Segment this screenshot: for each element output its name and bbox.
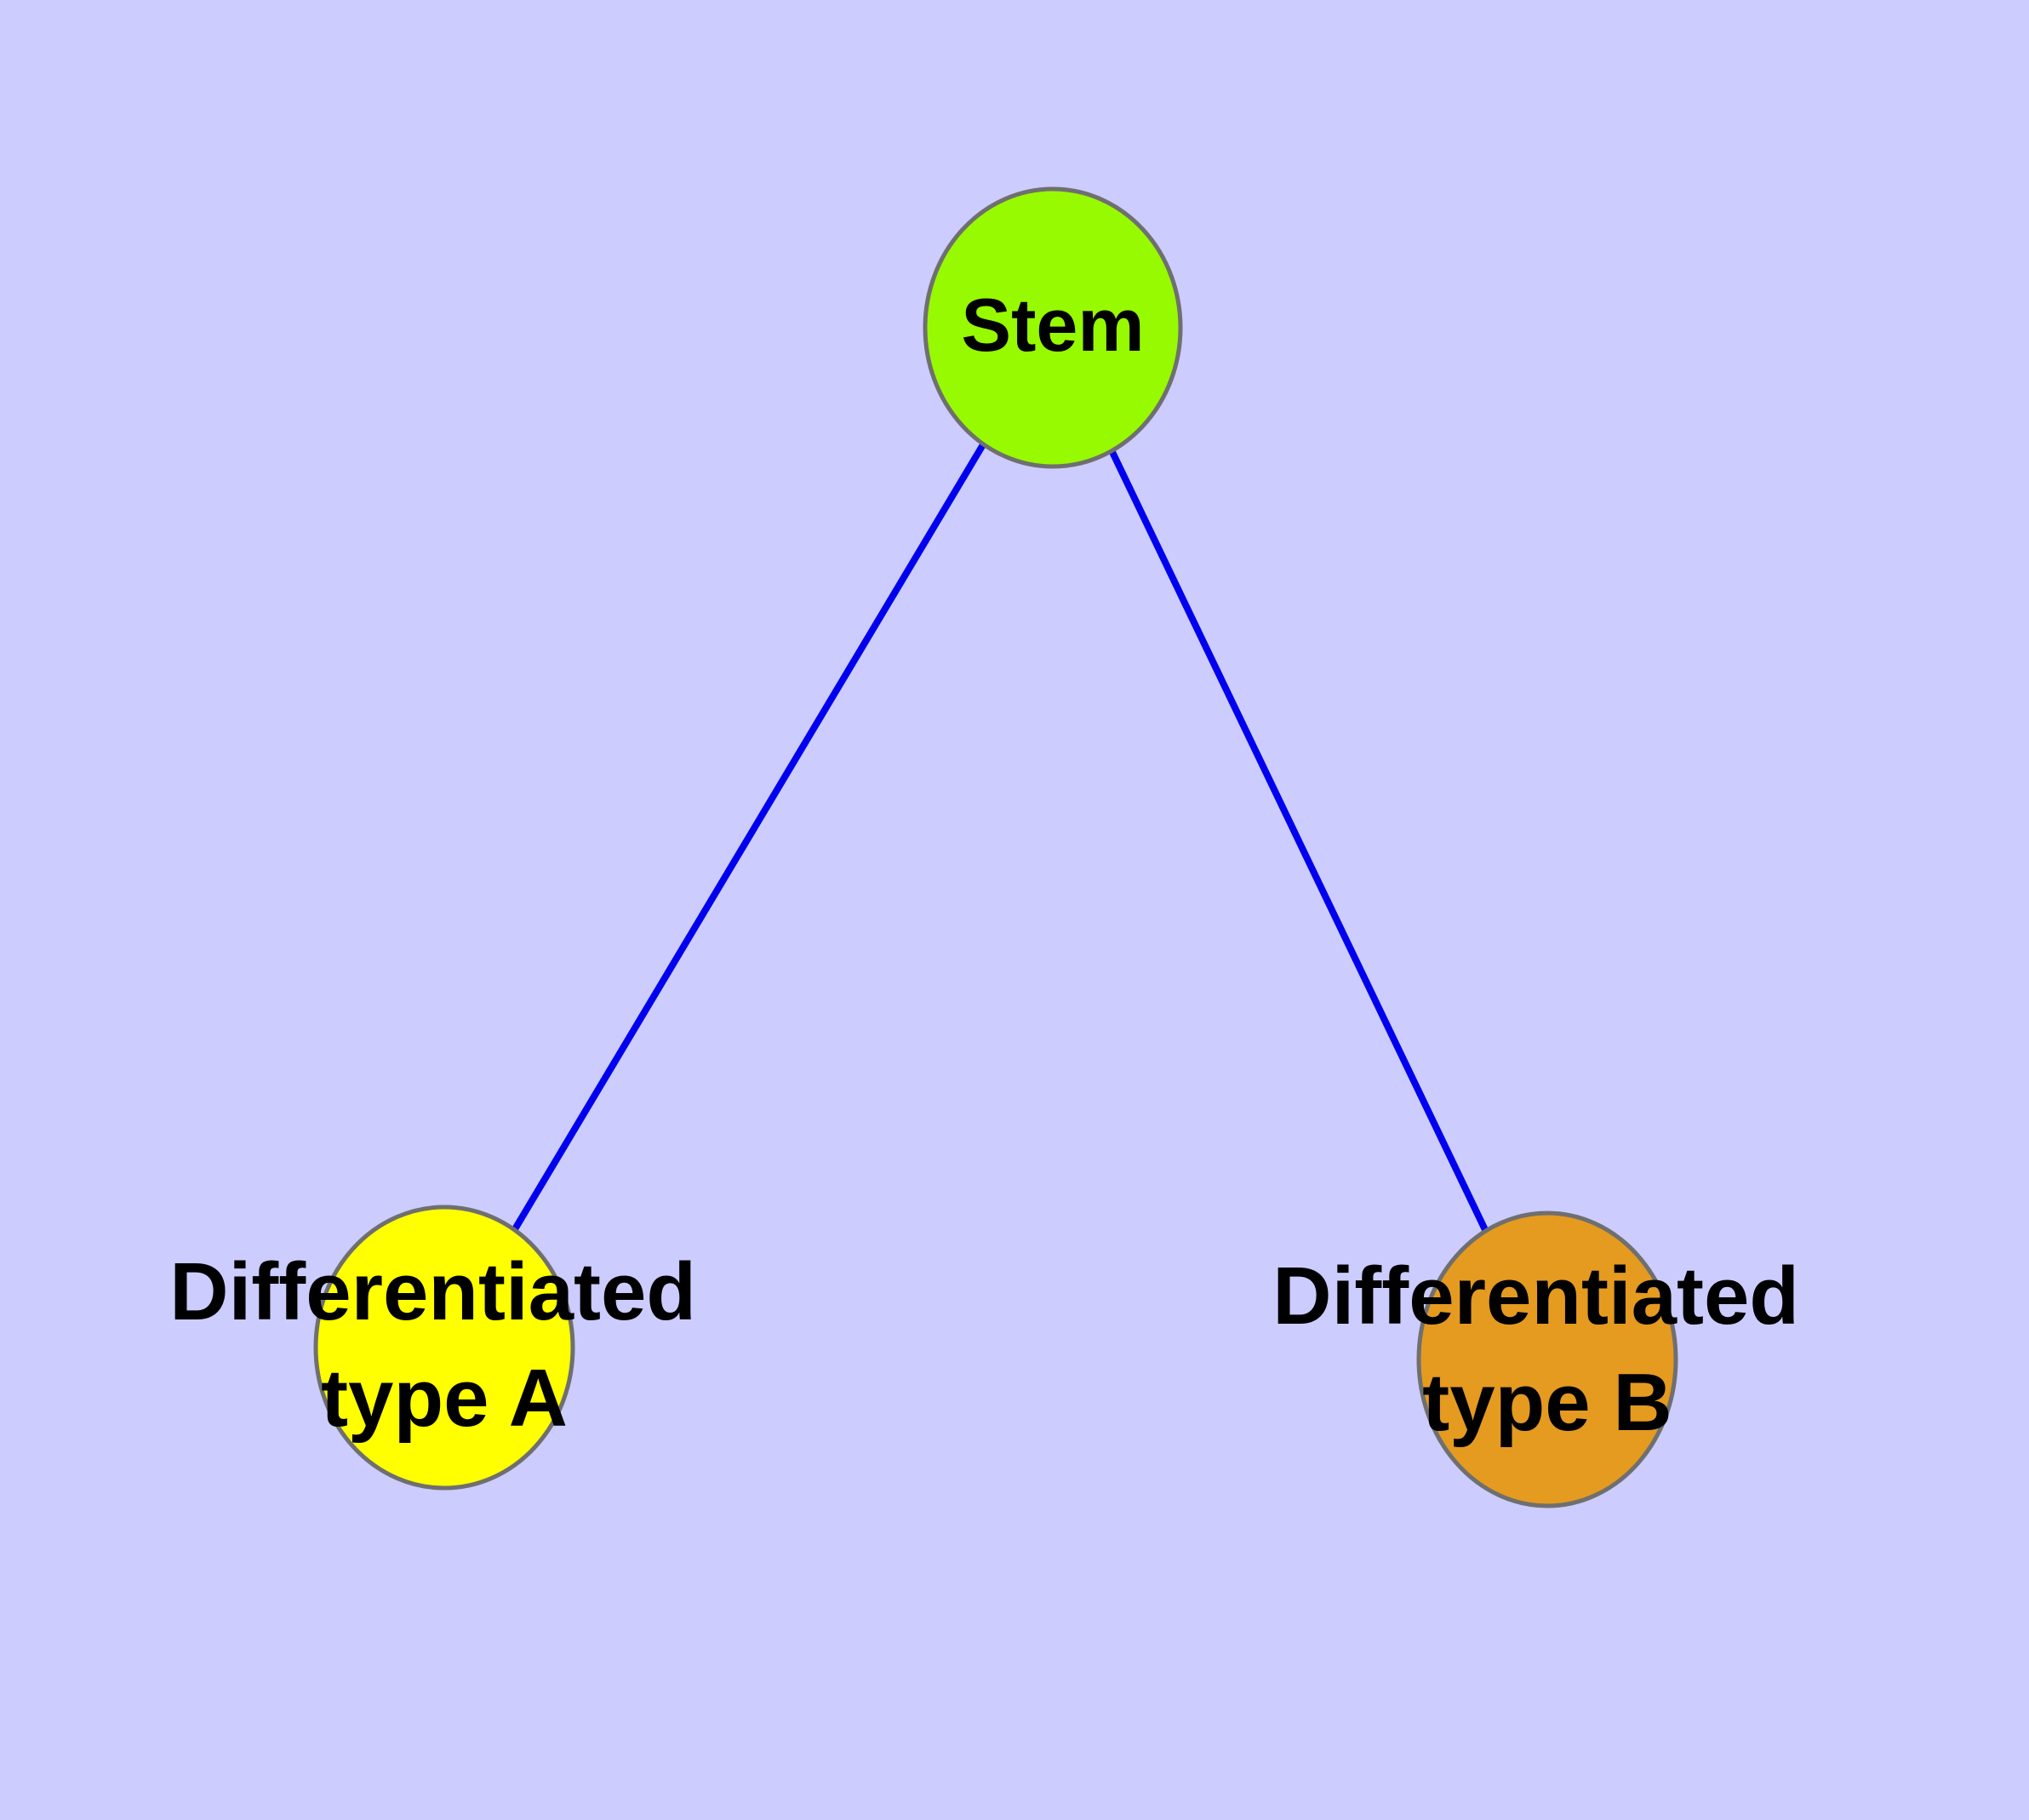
edge-stem-to-type-a xyxy=(441,325,1056,1350)
node-type-a-label: Differentiated type A xyxy=(169,1246,718,1444)
node-stem-label: Stem xyxy=(961,283,1144,367)
node-type-a-label-line1: Differentiated xyxy=(169,1246,696,1337)
edge-stem-to-type-b xyxy=(1049,326,1551,1361)
node-type-a-label-line2: type A xyxy=(321,1353,568,1444)
node-type-b-label-line1: Differentiated xyxy=(1272,1251,1799,1342)
node-stem-shape xyxy=(923,186,1183,469)
node-type-b-label-line2: type B xyxy=(1422,1357,1672,1448)
node-stem: Stem xyxy=(923,186,1183,469)
node-type-b-label: Differentiated type B xyxy=(1272,1251,1821,1448)
node-type-a-shape xyxy=(313,1205,575,1491)
node-type-b-shape xyxy=(1416,1210,1678,1508)
node-differentiated-type-a: Differentiated type A xyxy=(169,1205,718,1491)
node-differentiated-type-b: Differentiated type B xyxy=(1272,1210,1821,1508)
